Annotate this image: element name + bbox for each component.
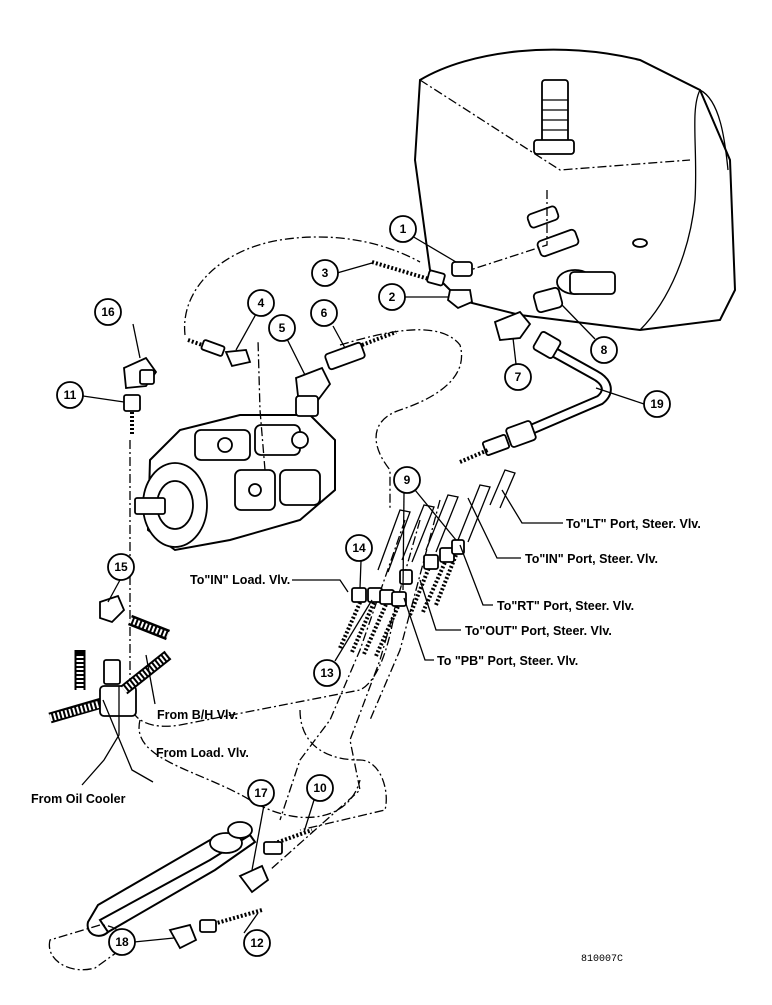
callout-16: 16: [94, 298, 122, 326]
callout-19: 19: [643, 390, 671, 418]
svg-text:15: 15: [114, 560, 128, 574]
svg-text:1: 1: [400, 222, 407, 236]
steering-cylinder: [48, 821, 257, 971]
callout-12: 12: [243, 929, 271, 957]
label-in-load: To"IN" Load. Vlv.: [190, 573, 290, 587]
svg-text:19: 19: [650, 397, 664, 411]
callout-15: 15: [107, 553, 135, 581]
svg-text:13: 13: [320, 666, 334, 680]
tube-19: [459, 331, 612, 464]
label-from-bh: From B/H Vlv.: [157, 708, 238, 722]
label-from-cooler: From Oil Cooler: [31, 792, 126, 806]
svg-text:11: 11: [64, 388, 77, 402]
callout-5: 5: [268, 314, 296, 342]
svg-text:16: 16: [101, 305, 115, 319]
label-lt-port: To"LT" Port, Steer. Vlv.: [566, 517, 701, 531]
tee-assembly: [48, 650, 172, 724]
svg-text:10: 10: [313, 781, 327, 795]
svg-text:18: 18: [115, 935, 129, 949]
svg-text:3: 3: [322, 266, 329, 280]
hydraulic-tank: [413, 48, 737, 332]
callout-18: 18: [108, 928, 136, 956]
callout-14: 14: [345, 534, 373, 562]
svg-text:4: 4: [258, 296, 265, 310]
callout-11: 11: [56, 381, 84, 409]
callout-10: 10: [306, 774, 334, 802]
svg-text:2: 2: [389, 290, 396, 304]
svg-text:17: 17: [254, 786, 268, 800]
label-out-port: To"OUT" Port, Steer. Vlv.: [465, 624, 612, 638]
svg-text:8: 8: [601, 343, 608, 357]
callout-9: 9: [393, 466, 421, 494]
svg-text:6: 6: [321, 306, 328, 320]
callout-17: 17: [247, 779, 275, 807]
label-pb-port: To "PB" Port, Steer. Vlv.: [437, 654, 578, 668]
label-from-load: From Load. Vlv.: [156, 746, 249, 760]
callout-6: 6: [310, 299, 338, 327]
callout-2: 2: [378, 283, 406, 311]
figure-code: 810007C: [581, 954, 623, 965]
callout-3: 3: [311, 259, 339, 287]
callout-13: 13: [313, 659, 341, 687]
svg-text:9: 9: [404, 473, 411, 487]
svg-text:5: 5: [279, 321, 286, 335]
svg-text:7: 7: [515, 370, 522, 384]
steering-valve-hoses: [338, 469, 516, 657]
svg-text:14: 14: [352, 541, 366, 555]
label-in-port: To"IN" Port, Steer. Vlv.: [525, 552, 658, 566]
callout-1: 1: [389, 215, 417, 243]
callout-8: 8: [590, 336, 618, 364]
label-rt-port: To"RT" Port, Steer. Vlv.: [497, 599, 634, 613]
callout-7: 7: [504, 363, 532, 391]
callout-4: 4: [247, 289, 275, 317]
hydraulic-pump: [134, 414, 336, 552]
svg-text:12: 12: [250, 936, 264, 950]
